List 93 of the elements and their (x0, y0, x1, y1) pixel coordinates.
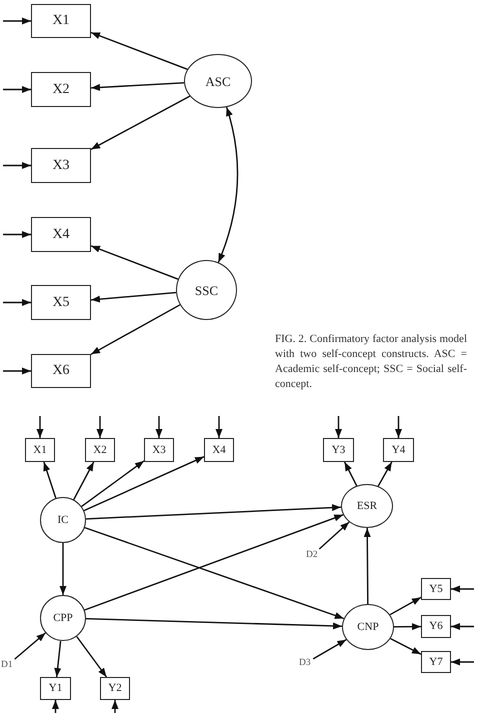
observed-variable-box (100, 677, 130, 700)
arrow (451, 586, 474, 592)
arrow (90, 304, 180, 355)
arrow (3, 18, 31, 24)
observed-variable-box (31, 148, 91, 183)
arrow (3, 162, 31, 169)
observed-variable-box (421, 578, 451, 600)
arrow (3, 299, 31, 306)
latent-variable-ellipse (40, 497, 86, 543)
arrow (364, 528, 371, 604)
variable-label: X3 (52, 158, 70, 172)
variable-label: X4 (52, 228, 70, 242)
arrow (390, 638, 422, 655)
arrow (394, 623, 421, 630)
arrow (84, 514, 344, 611)
variable-label: CNP (357, 622, 379, 632)
arrow (112, 700, 118, 713)
variable-label: ASC (205, 74, 231, 88)
variable-label: IC (58, 514, 68, 526)
latent-variable-ellipse (184, 54, 252, 108)
variable-label: X4 (212, 444, 226, 456)
latent-variable-ellipse (341, 484, 393, 528)
observed-variable-box (85, 438, 115, 462)
observed-variable-box (31, 354, 91, 388)
arrow (54, 640, 62, 678)
arrow (3, 368, 31, 374)
latent-variable-ellipse (342, 604, 394, 650)
observed-variable-box (421, 615, 451, 638)
arrow (14, 632, 46, 660)
arrow (3, 231, 31, 238)
variable-label: CPP (53, 612, 73, 624)
variable-label: Y1 (48, 683, 62, 694)
observed-variable-box (40, 677, 71, 700)
observed-variable-box (31, 4, 91, 38)
disturbance-label: D3 (299, 659, 311, 668)
variable-label: X5 (52, 296, 70, 310)
arrow (73, 462, 94, 500)
observed-variable-box (323, 438, 354, 462)
arrow (216, 416, 222, 438)
variable-label: X1 (33, 444, 47, 456)
arrow (84, 456, 204, 512)
latent-variable-ellipse (40, 595, 86, 641)
arrow (96, 416, 104, 438)
arrow (378, 462, 392, 486)
variable-label: X3 (152, 444, 166, 456)
arrow (60, 543, 66, 595)
variable-label: Y2 (108, 683, 122, 694)
arrow (90, 245, 178, 280)
observed-variable-box (204, 438, 234, 462)
variable-label: Y5 (429, 584, 443, 594)
arrow (84, 526, 344, 620)
arrow (90, 32, 188, 70)
arrow (90, 82, 184, 91)
observed-variable-box (25, 438, 55, 462)
arrow (390, 596, 422, 616)
variable-label: X2 (52, 82, 70, 96)
variable-label: Y3 (332, 444, 346, 456)
variable-label: Y6 (429, 621, 443, 632)
arrow (3, 86, 31, 93)
arrow (86, 504, 342, 520)
variable-label: Y4 (392, 444, 406, 456)
observed-variable-box (31, 72, 91, 107)
variable-label: X2 (93, 444, 107, 456)
arrow (90, 292, 176, 303)
figure-caption: FIG. 2. Confirmatory factor analysis model with two self-concept constructs. ASC = Academic self-concept; SSC = Social self-concept. (275, 332, 467, 392)
arrow (156, 416, 162, 438)
observed-variable-box (421, 651, 451, 673)
arrow (76, 636, 108, 678)
arrow (81, 460, 144, 507)
variable-label: X1 (52, 14, 70, 28)
observed-variable-box (31, 217, 91, 252)
arrow (451, 658, 474, 666)
observed-variable-box (383, 438, 414, 462)
disturbance-label: D2 (306, 551, 318, 560)
variable-label: ESR (356, 500, 378, 512)
arrow (335, 416, 342, 438)
arrow (43, 462, 56, 498)
arrow (86, 618, 342, 630)
double-headed-arrow (218, 106, 238, 263)
observed-variable-box (31, 285, 91, 320)
variable-label: SSC (194, 284, 218, 296)
variable-label: X6 (52, 364, 70, 378)
disturbance-label: D1 (1, 661, 13, 670)
arrow (395, 416, 402, 438)
arrow (90, 95, 190, 150)
arrow (344, 462, 358, 486)
arrow (36, 416, 44, 438)
variable-label: Y7 (429, 656, 443, 668)
observed-variable-box (144, 438, 174, 462)
arrow (312, 639, 347, 660)
arrow (318, 521, 350, 550)
arrow (451, 623, 474, 630)
arrow (52, 700, 59, 713)
